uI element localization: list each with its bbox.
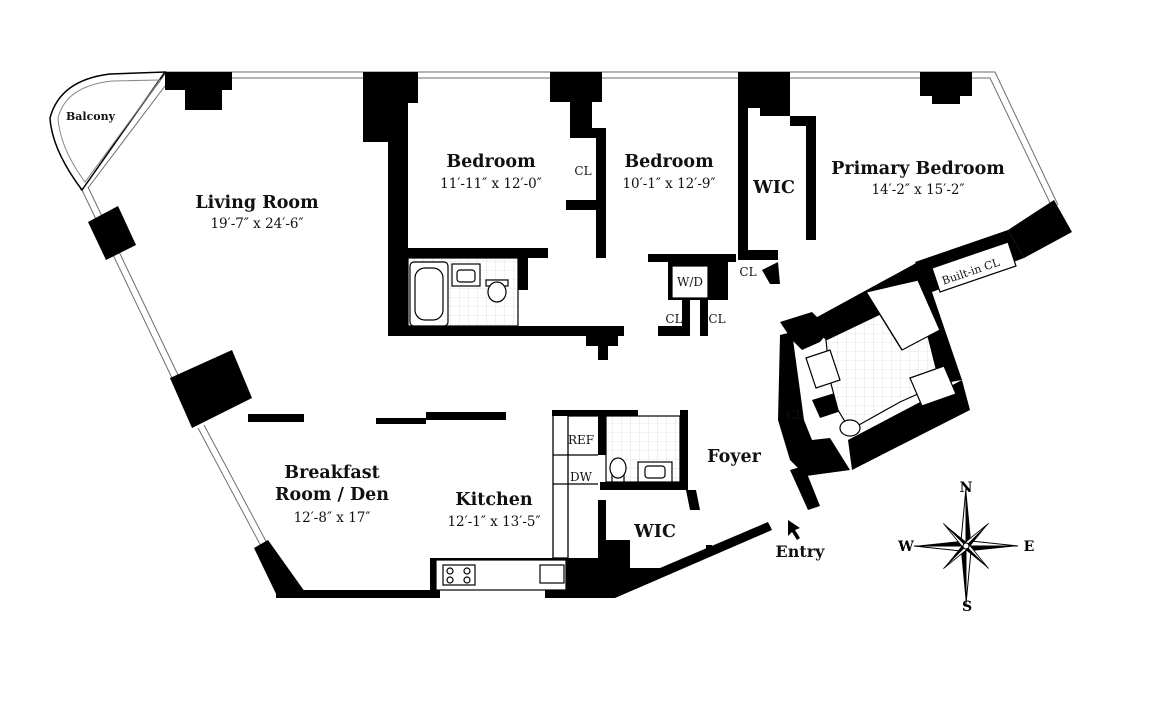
built-in-closet — [931, 241, 1017, 293]
breakfast-room-dims: 12′-8″ x 17″ — [294, 510, 371, 526]
wic-primary-label: WIC — [752, 178, 795, 198]
kitchen-dims: 12′-1″ x 13′-5″ — [447, 514, 540, 530]
foyer-label: Foyer — [707, 447, 761, 467]
primary-bedroom-label: Primary Bedroom — [831, 159, 1005, 179]
balcony-label: Balcony — [66, 110, 116, 123]
primary-bedroom-dims: 14′-2″ x 15′-2″ — [871, 182, 964, 198]
bedroom-1-label: Bedroom — [446, 152, 536, 172]
compass-north: N — [960, 480, 973, 496]
bedroom-2-dims: 10′-1″ x 12′-9″ — [622, 176, 715, 192]
washer-dryer — [671, 265, 709, 299]
closet-label-wic-hall: CL — [739, 265, 756, 279]
compass-east: E — [1024, 539, 1035, 555]
bedroom-2-label: Bedroom — [624, 152, 714, 172]
entry-label: Entry — [776, 542, 826, 561]
compass-rose-icon: N S E W — [897, 480, 1034, 615]
entry-arrow-icon — [788, 520, 800, 540]
balcony — [49, 71, 167, 192]
primary-bathroom — [805, 279, 957, 437]
kitchen-fixtures — [435, 558, 569, 591]
living-room-label: Living Room — [195, 193, 319, 213]
bedroom-1-dims: 11′-11″ x 12′-0″ — [440, 176, 542, 192]
kitchen-label: Kitchen — [455, 490, 532, 510]
breakfast-room-label-2: Room / Den — [275, 485, 389, 505]
closet-label-hall-1: CL — [665, 312, 682, 326]
dishwasher-label: DW — [570, 470, 593, 484]
bathroom-hall — [407, 257, 519, 327]
closet-label-hall-2: CL — [708, 312, 725, 326]
breakfast-room-label-1: Breakfast — [284, 463, 379, 483]
compass-west: W — [897, 539, 914, 555]
closet-label-foyer: CL — [786, 408, 803, 422]
closet-label-bedroom: CL — [574, 164, 591, 178]
wic-foyer-label: WIC — [633, 522, 676, 542]
refrigerator-label: REF — [568, 433, 594, 447]
thin-lines — [552, 415, 598, 559]
powder-room — [605, 415, 681, 483]
living-room-dims: 19′-7″ x 24′-6″ — [210, 216, 303, 232]
compass-south: S — [962, 599, 972, 615]
washer-dryer-label: W/D — [677, 275, 703, 289]
